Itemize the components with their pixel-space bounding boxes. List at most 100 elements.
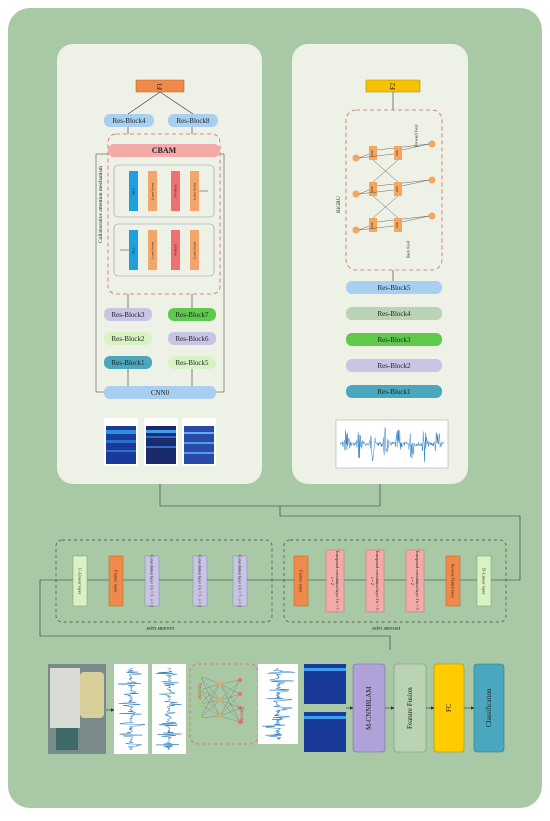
conv-layer1-label: Convolution layer 1 k = 7 , s = 2 — [237, 554, 243, 608]
machine-photo-motor — [80, 672, 104, 718]
lower-mlp-block — [129, 230, 138, 270]
res-block8-top — [168, 114, 218, 127]
upper-mlp-block — [129, 171, 138, 211]
waveform-signal-1 — [114, 664, 148, 754]
ae-node-1-0 — [217, 681, 223, 687]
ae-edge-1-2-0 — [219, 679, 241, 717]
tconv-layer2-block — [365, 549, 385, 613]
decoder-caption: Decoder layer — [371, 625, 401, 631]
right-skip-connection — [216, 153, 225, 393]
ae-edge-0-1-0 — [199, 683, 221, 691]
bigru-out-link-1-1 — [401, 179, 430, 187]
res-block3-left-label: Res-Block3 — [111, 310, 145, 319]
ae-node-2-2 — [237, 705, 243, 711]
bigru-cross-b-1 — [372, 195, 399, 219]
ae-edge-1-0-2 — [219, 683, 241, 709]
ae-edge-0-2-2 — [199, 703, 221, 717]
cbam-label: CBAM — [151, 146, 177, 155]
ae-edge-1-1-2 — [219, 699, 241, 709]
gru-cell-2-0 — [369, 218, 377, 232]
m-cnnblam-label: M-CNNBLAM — [365, 686, 373, 730]
wave2-trace — [117, 667, 146, 751]
spectrogram-1 — [104, 418, 138, 466]
res-block1-rp-label: Res-Block1 — [377, 387, 411, 396]
gru-cell-0-1 — [394, 146, 402, 160]
res-block6-right-label: Res-Block6 — [175, 334, 209, 343]
machine-photo-panel — [50, 668, 80, 728]
tconv-layer1-label: Transposed convolution layer 1 k = 3 , s… — [410, 550, 420, 612]
f1-link-right — [159, 91, 194, 115]
spectrogram-2 — [144, 418, 178, 466]
ae-node-1-2 — [217, 713, 223, 719]
decoder-flatten-label: Flatten layer — [298, 569, 304, 593]
bigru-out-link-0-0 — [376, 143, 430, 151]
ae-edge-0-3-0 — [199, 683, 221, 719]
bigru-label: BiGRU — [336, 196, 342, 214]
conv-layer3-block — [144, 555, 160, 607]
res-block1-left — [104, 356, 152, 369]
ae-node-1-1 — [217, 697, 223, 703]
wave1-trace — [339, 427, 445, 462]
ae-edge-1-2-1 — [219, 693, 241, 717]
c-linear-label: C-Linear layer — [77, 567, 83, 595]
bottom-feed-line — [39, 580, 391, 650]
waveform-signal-3 — [258, 664, 298, 744]
decoder-dashed-box — [283, 539, 507, 623]
ae-edge-0-0-0 — [199, 675, 221, 685]
upper-layernorm-block-2 — [190, 171, 199, 211]
attention-caption: Collaborative attention mechanism — [98, 166, 104, 244]
res-block7-right — [168, 308, 216, 321]
ae-node-2-0 — [237, 677, 243, 683]
lower-wmsa-block — [171, 230, 180, 270]
upper-swmsa-block — [171, 171, 180, 211]
bigru-dashed-box — [345, 109, 443, 271]
wave4-trace — [262, 667, 296, 741]
gru-cell-label-1-1: GRU — [395, 185, 399, 192]
encoder-dashed-box — [55, 539, 273, 623]
upper-transformer-box — [113, 164, 215, 218]
res-block3-rp-label: Res-Block3 — [377, 335, 411, 344]
feature-fusion-label: Feature Fusion — [406, 687, 414, 729]
waveform-signal-2 — [152, 664, 186, 754]
bigru-cross-b-0 — [372, 159, 399, 183]
res-block6-right — [168, 332, 216, 345]
decoder-tag: Decoder — [238, 706, 244, 724]
ae-edge-0-0-1 — [199, 675, 221, 701]
bigru-out-link-1-0 — [376, 179, 430, 187]
bigru-link-1-1 — [358, 189, 395, 195]
ae-edge-0-1-2 — [199, 689, 221, 717]
tconv-layer3-block — [325, 549, 345, 613]
bigru-out-link-0-1 — [401, 143, 430, 151]
lower-layernorm-label-2: Layer Norm — [192, 241, 197, 259]
bigru-input-node-2 — [352, 226, 360, 234]
res-block4-rp-label: Res-Block4 — [377, 309, 411, 318]
lower-layernorm-label-1: Layer Norm — [150, 241, 155, 259]
conv-layer1-block — [232, 555, 248, 607]
classification-label: Classification — [485, 688, 493, 728]
res-block5-right — [168, 356, 216, 369]
gru-cell-label-2-0: GRU — [370, 221, 374, 228]
cnn0-label: CNN0 — [150, 388, 170, 397]
bigru-input-node-0 — [352, 154, 360, 162]
bigru-link-0-0 — [358, 153, 370, 159]
conv-layer2-block — [192, 555, 208, 607]
ae-edge-0-0-2 — [199, 675, 221, 717]
lower-layernorm-block-1 — [148, 230, 157, 270]
bigru-link-1-0 — [358, 189, 370, 195]
res-block1-left-label: Res-Block1 — [111, 358, 145, 367]
ae-edge-1-1-1 — [219, 693, 241, 701]
ae-edge-1-2-3 — [219, 715, 241, 723]
ae-edge-1-2-2 — [219, 707, 241, 717]
res-block7-right-label: Res-Block7 — [175, 310, 209, 319]
f2-label: F2 — [389, 82, 397, 90]
tconv-layer2-label: Transposed convolution layer 2 k = 5 , s… — [370, 550, 380, 612]
forward-feed-label: Forward Feed — [413, 124, 419, 148]
gru-cell-1-1 — [394, 182, 402, 196]
upper-layernorm-label-1: Layer Norm — [150, 182, 155, 200]
encoder-flatten-label: Flatten layer — [113, 569, 119, 593]
encoder-flatten-block — [108, 555, 124, 607]
ae-edge-0-1-1 — [199, 689, 221, 701]
gru-cell-label-2-1: GRU — [395, 221, 399, 228]
